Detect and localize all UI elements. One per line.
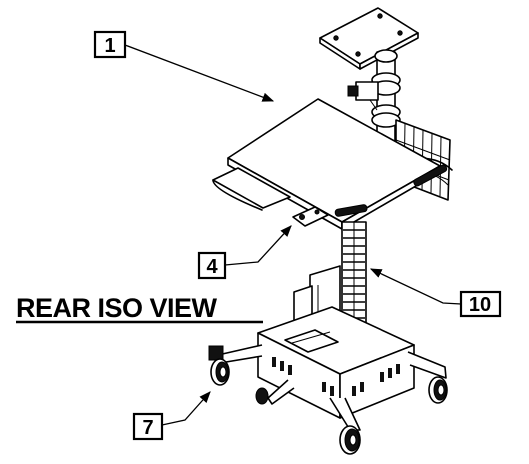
callout-10: 10 — [369, 268, 502, 318]
callout-4: 4 — [197, 225, 292, 280]
callout-1: 1 — [93, 30, 275, 102]
caster-right — [428, 376, 448, 404]
callout-7-label: 7 — [142, 417, 153, 439]
callout-7: 7 — [132, 391, 211, 441]
callout-7-leader — [161, 391, 211, 426]
mobile-cart-drawing — [208, 7, 453, 455]
caster-rear-left — [255, 387, 269, 405]
work-surface — [212, 98, 448, 230]
callout-1-leader — [124, 44, 275, 102]
callout-4-label: 4 — [206, 256, 218, 278]
callout-10-leader — [369, 268, 462, 305]
caster-left — [208, 345, 230, 386]
callout-10-label: 10 — [469, 294, 491, 316]
caster-wheels — [208, 345, 448, 455]
callout-4-leader — [224, 225, 292, 266]
view-title-text: REAR ISO VIEW — [16, 293, 218, 323]
monitor-mount-plate — [319, 7, 419, 70]
view-title: REAR ISO VIEW — [16, 293, 263, 324]
base-legs — [213, 344, 447, 431]
caster-front — [339, 425, 361, 455]
callout-1-label: 1 — [104, 35, 115, 57]
